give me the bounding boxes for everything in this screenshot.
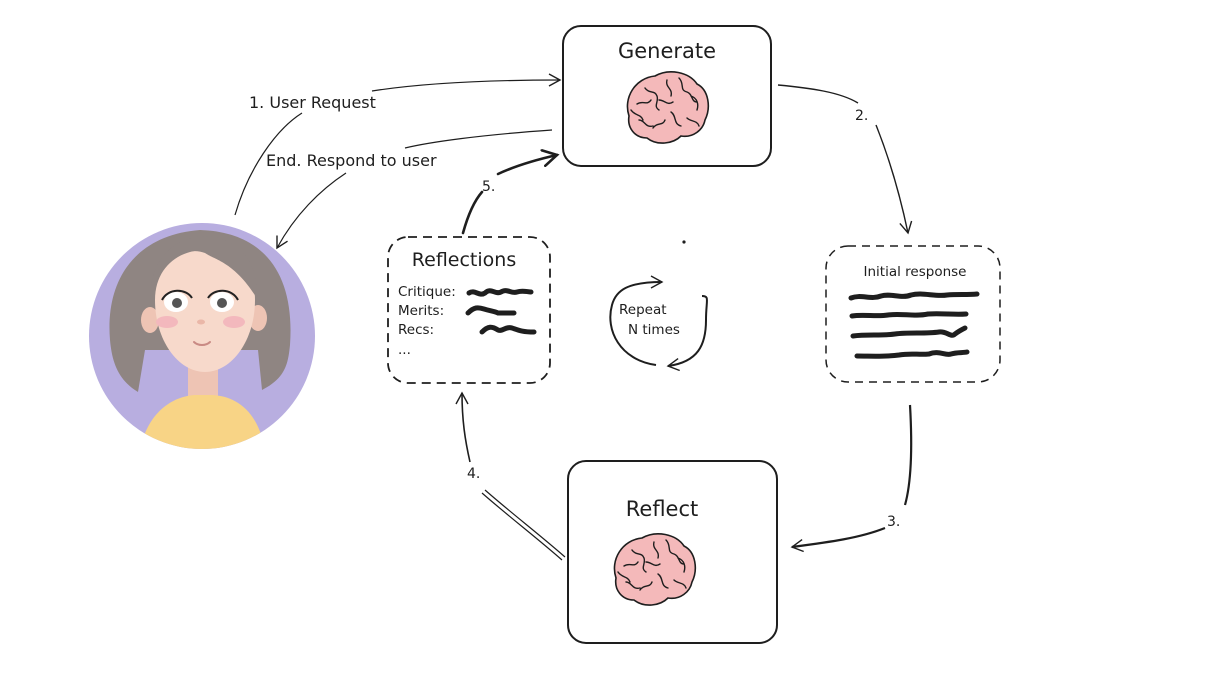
step4-arrow-tail-a bbox=[484, 489, 566, 558]
step4-arrow bbox=[455, 391, 471, 463]
nose bbox=[197, 319, 205, 325]
user-avatar bbox=[89, 223, 315, 449]
shirt bbox=[140, 395, 265, 449]
repeat-text-line1: Repeat bbox=[619, 302, 667, 318]
step4-arrow-tail-b bbox=[481, 492, 563, 561]
lash-right bbox=[207, 289, 239, 301]
reflect-node: Reflect bbox=[567, 460, 778, 644]
reflect-title: Reflect bbox=[626, 497, 699, 521]
respond-label: End. Respond to user bbox=[266, 151, 437, 170]
scribble-line bbox=[466, 288, 534, 297]
hair-fringe bbox=[150, 236, 258, 300]
scribble-line bbox=[479, 324, 537, 335]
cheek-left bbox=[156, 316, 178, 328]
step3-label: 3. bbox=[887, 514, 900, 530]
repeat-loop: Repeat N times bbox=[609, 240, 708, 372]
brain-icon bbox=[613, 533, 697, 606]
generate-title: Generate bbox=[618, 39, 716, 63]
scribble-line bbox=[849, 311, 969, 319]
respond-arrow-tail bbox=[404, 129, 553, 149]
response-scribble-lines bbox=[848, 291, 980, 359]
reflections-row-recs: Recs: bbox=[398, 322, 434, 338]
step4-label: 4. bbox=[467, 466, 480, 482]
mouth bbox=[193, 341, 211, 346]
initial-response-title: Initial response bbox=[864, 264, 967, 280]
user-request-label: 1. User Request bbox=[249, 93, 376, 112]
generate-node: Generate bbox=[562, 25, 772, 167]
step5-label: 5. bbox=[482, 179, 495, 195]
step5-arrow-tail bbox=[461, 190, 484, 235]
step2-label: 2. bbox=[855, 108, 868, 124]
repeat-arrow-top bbox=[609, 275, 664, 366]
cheek-right bbox=[223, 316, 245, 328]
pupil-left bbox=[172, 298, 182, 308]
step2-arrow bbox=[875, 124, 913, 235]
reflections-row-critique: Critique: bbox=[398, 284, 456, 300]
scribble-line bbox=[854, 349, 970, 359]
face bbox=[155, 250, 255, 372]
brain-icon bbox=[626, 71, 710, 144]
scribble-line bbox=[850, 325, 968, 339]
user-request-arrow bbox=[371, 73, 562, 92]
step5-arrow bbox=[496, 155, 557, 176]
step3-arrow-tail bbox=[903, 404, 913, 506]
stray-dot bbox=[682, 240, 686, 244]
respond-arrow bbox=[276, 172, 347, 250]
repeat-arrow-bottom bbox=[666, 295, 708, 372]
reflections-title: Reflections bbox=[412, 249, 516, 271]
reflections-scribbles bbox=[465, 288, 537, 335]
ear-left bbox=[141, 307, 159, 333]
pupil-right bbox=[217, 298, 227, 308]
scribble-line bbox=[848, 291, 980, 301]
reflections-node: Reflections Critique: Merits: Recs: ... bbox=[387, 236, 551, 384]
step2-arrow-tail bbox=[777, 84, 859, 104]
user-request-arrow-tail bbox=[234, 112, 303, 216]
reflections-row-ellipsis: ... bbox=[398, 342, 411, 358]
initial-response-node: Initial response bbox=[825, 245, 1001, 383]
scribble-line bbox=[465, 305, 517, 316]
reflections-row-merits: Merits: bbox=[398, 303, 444, 319]
step3-arrow bbox=[790, 526, 886, 553]
lash-left bbox=[161, 289, 193, 301]
repeat-text-line2: N times bbox=[628, 322, 680, 338]
